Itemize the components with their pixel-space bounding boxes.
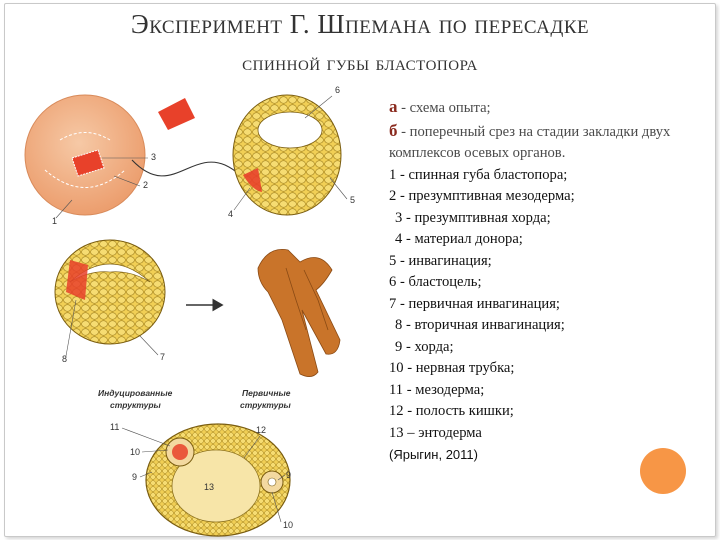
figure-label-5: 5 [350, 195, 355, 205]
legend-item: 4 - материал донора; [389, 229, 689, 251]
figure-label-4: 4 [228, 209, 233, 219]
legend-item: 12 - полость кишки; [389, 401, 689, 423]
legend-item: 1 - спинная губа бластопора; [389, 165, 689, 187]
caption-primary-line2: структуры [240, 400, 292, 410]
legend-item: 2 - презумптивная мезодерма; [389, 186, 689, 208]
legend-item: 10 - нервная трубка; [389, 358, 689, 380]
legend-a-letter: а [389, 97, 398, 116]
figure-label-3: 3 [151, 152, 156, 162]
caption-induced-line1: Индуцированные [98, 388, 173, 398]
legend-a-text: - схема опыта; [398, 100, 491, 116]
legend-item: 8 - вторичная инвагинация; [389, 315, 689, 337]
figure-label-9-left: 9 [132, 472, 137, 482]
cross-section [146, 424, 290, 536]
figure-label-11: 11 [110, 422, 119, 432]
twin-embryo [258, 249, 340, 376]
transplant-arrow [132, 160, 240, 178]
legend-item: 3 - презумптивная хорда; [389, 208, 689, 230]
caption-primary-line1: Первичные [242, 388, 291, 398]
figure-label-2: 2 [143, 180, 148, 190]
legend-item: 5 - инвагинация; [389, 251, 689, 273]
figure-label-13: 13 [204, 482, 214, 492]
legend-b-letter: б [389, 121, 398, 140]
legend-b: б - поперечный срез на стадии закладки д… [389, 120, 689, 165]
figure-label-6: 6 [335, 85, 340, 95]
figure-label-10-left: 10 [130, 447, 140, 457]
legend-b-text: - поперечный срез на стадии закладки дву… [389, 124, 670, 162]
caption-induced-line2: структуры [110, 400, 162, 410]
excised-lip-piece [158, 98, 195, 130]
figure-label-12: 12 [256, 425, 266, 435]
decorative-orange-circle [640, 448, 686, 494]
legend-item: 13 – энтодерма [389, 423, 689, 445]
legend-item: 9 - хорда; [389, 337, 689, 359]
legend-a: а - схема опыта; [389, 96, 689, 120]
legend-item: 6 - бластоцель; [389, 272, 689, 294]
figure-label-10-right: 10 [283, 520, 293, 530]
figure-label-9-right: 9 [286, 470, 291, 480]
host-gastrula [233, 95, 341, 215]
legend: а - схема опыта; б - поперечный срез на … [389, 96, 689, 466]
legend-item: 11 - мезодерма; [389, 380, 689, 402]
donor-egg [25, 95, 145, 215]
figure-label-7: 7 [160, 352, 165, 362]
legend-item: 7 - первичная инвагинация; [389, 294, 689, 316]
section-with-graft [55, 240, 165, 344]
